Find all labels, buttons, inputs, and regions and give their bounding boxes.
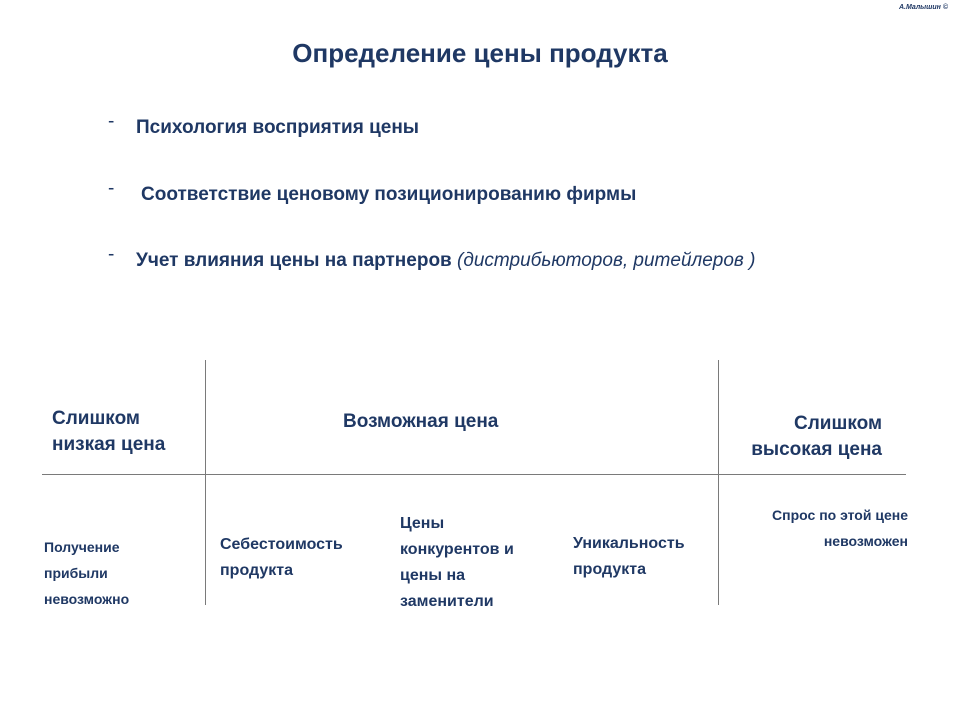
bullet-item: - Психология восприятия цены <box>108 111 948 141</box>
label-uniqueness-line1: Уникальность <box>573 535 685 552</box>
bullet-main-text: Учет влияния цены на партнеров <box>136 250 452 271</box>
bullet-text: Учет влияния цены на партнеров (дистрибь… <box>136 248 755 274</box>
divider-left <box>205 360 206 605</box>
label-no-demand-line1: Спрос по этой цене <box>772 507 908 523</box>
label-no-demand-line2: невозможен <box>823 533 908 549</box>
label-cost-line2: продукта <box>220 562 293 579</box>
bullet-list: - Психология восприятия цены - Соответст… <box>108 110 948 271</box>
label-too-high-line2: высокая цена <box>751 439 882 460</box>
label-competitors-line4: заменители <box>400 593 494 610</box>
copyright-mark: А.Малышин © <box>898 4 948 11</box>
bullet-item: - Соответствие ценовому позиционированию… <box>108 178 948 208</box>
label-too-high-line1: Слишком <box>794 413 882 434</box>
bullet-dash: - <box>108 178 115 199</box>
bullet-text: Соответствие ценовому позиционированию ф… <box>141 184 637 205</box>
bullet-dash: - <box>108 111 115 132</box>
label-no-demand: Спрос по этой цене невозможен <box>726 502 908 554</box>
label-possible-price: Возможная цена <box>343 411 499 432</box>
label-no-profit-line1: Получение <box>44 539 120 555</box>
label-no-profit-line2: прибыли <box>44 565 108 581</box>
label-uniqueness: Уникальность продукта <box>573 531 685 583</box>
label-too-low-line2: низкая цена <box>52 434 166 455</box>
label-too-low: Слишком низкая цена <box>52 406 165 458</box>
label-cost: Себестоимость продукта <box>220 532 343 584</box>
label-too-high: Слишком высокая цена <box>722 411 882 463</box>
label-no-profit: Получение прибыли невозможно <box>44 534 129 612</box>
label-competitors-line2: конкурентов и <box>400 541 514 558</box>
bullet-note: (дистрибьюторов, ритейлеров ) <box>451 250 756 271</box>
bullet-text: Психология восприятия цены <box>136 117 420 138</box>
label-competitors: Цены конкурентов и цены на заменители <box>400 511 514 615</box>
bullet-dash: - <box>108 244 115 265</box>
label-uniqueness-line2: продукта <box>573 561 646 578</box>
horizontal-divider <box>42 474 906 475</box>
bullet-item: - Учет влияния цены на партнеров (дистри… <box>108 244 948 274</box>
label-competitors-line3: цены на <box>400 567 466 584</box>
label-cost-line1: Себестоимость <box>220 536 343 553</box>
label-too-low-line1: Слишком <box>52 408 140 429</box>
divider-right <box>718 360 719 605</box>
slide-title: Определение цены продукта <box>292 38 668 68</box>
label-no-profit-line3: невозможно <box>44 591 130 607</box>
label-competitors-line1: Цены <box>400 515 445 532</box>
